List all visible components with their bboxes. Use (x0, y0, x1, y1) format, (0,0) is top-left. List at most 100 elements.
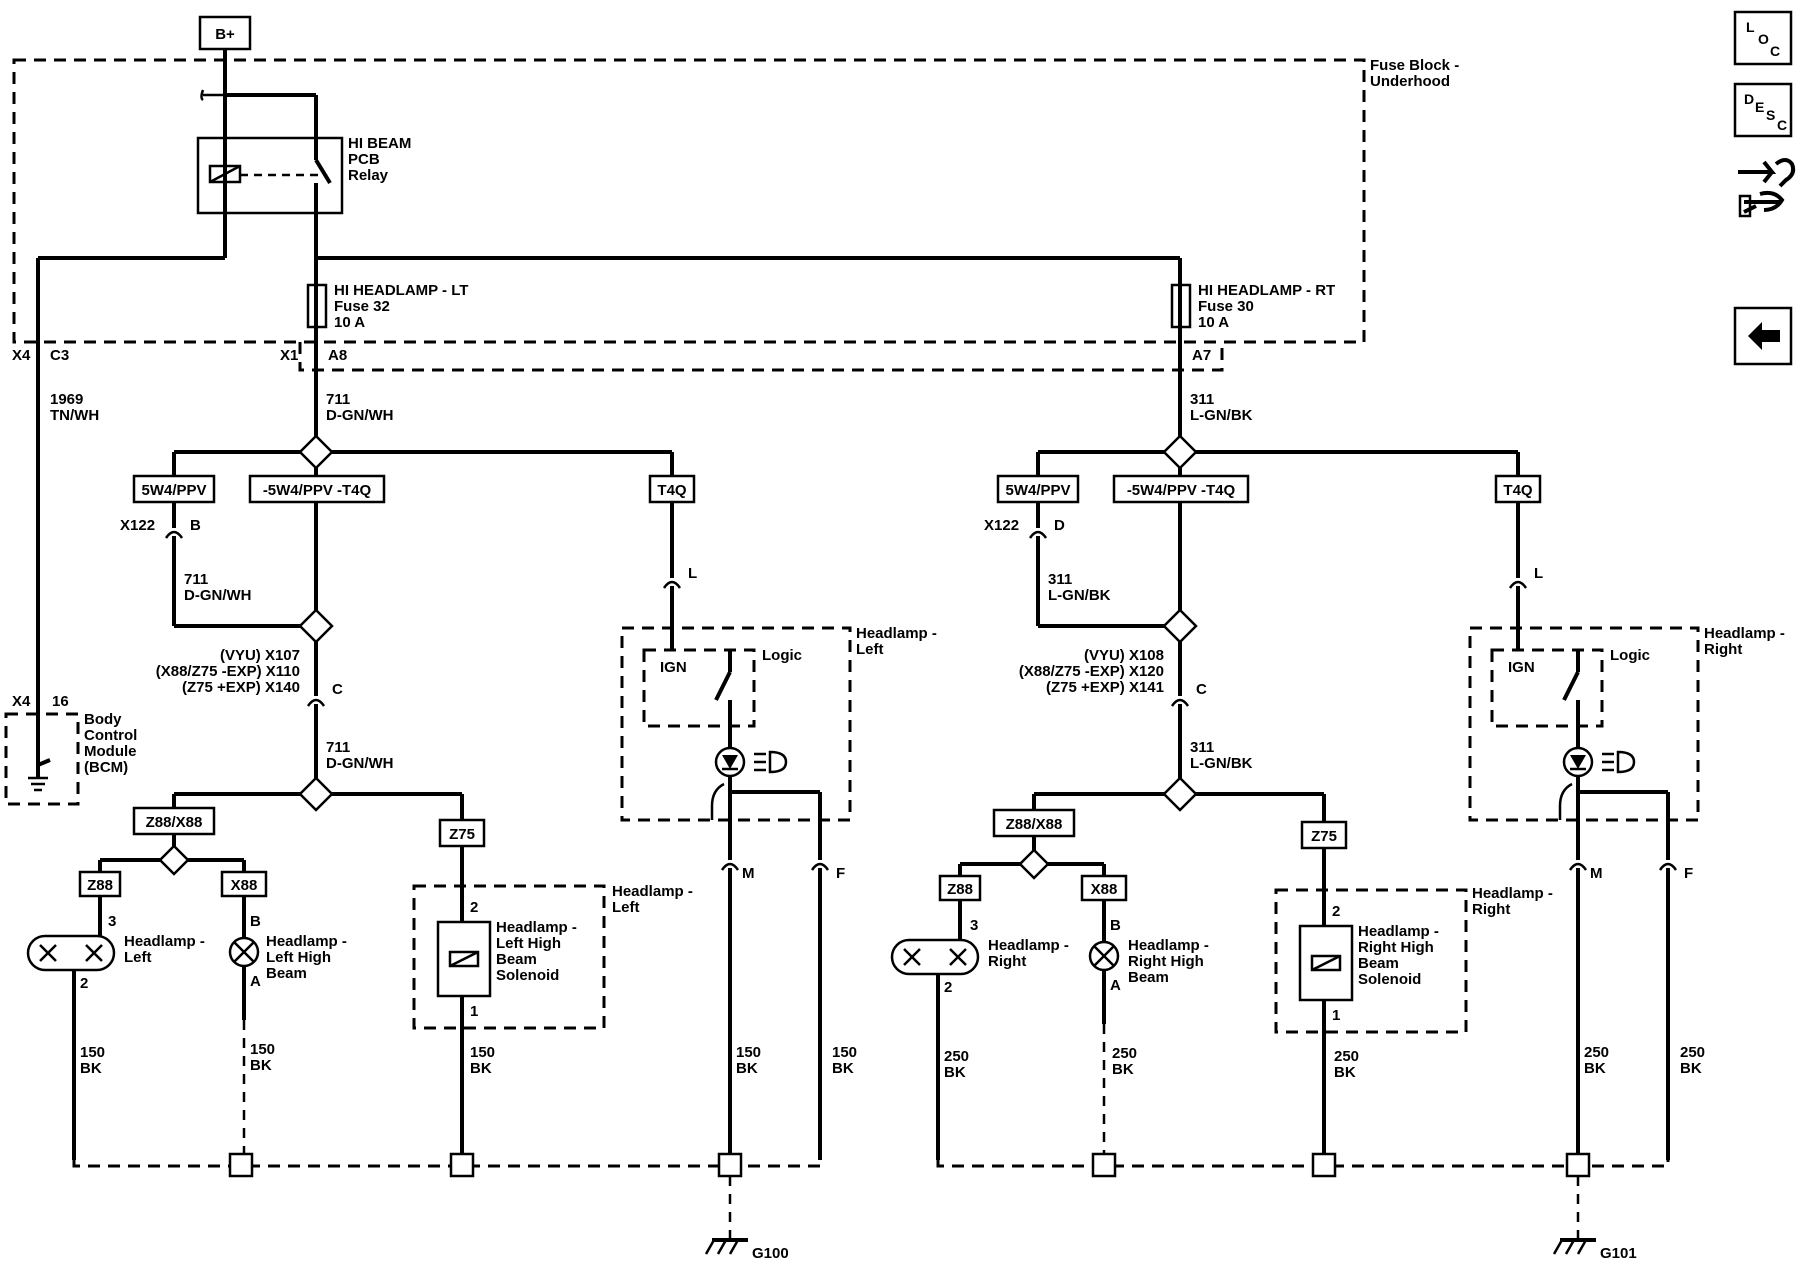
wire-150-1-num: 150 (80, 1044, 105, 1061)
desc-d: D (1744, 91, 1754, 107)
connector-tools-icon[interactable] (1738, 158, 1796, 218)
wire-711b-color: D-GN/WH (184, 587, 252, 604)
conn-c3: C3 (50, 347, 69, 364)
bcm-label-3: Module (84, 743, 137, 760)
solenoid-left-label-3: Beam (496, 951, 537, 968)
module-right-label-2: Right (1704, 641, 1742, 658)
fuse-block-label-1: Fuse Block - (1370, 57, 1459, 74)
splice-left-low (298, 776, 334, 812)
wire-311b-color: L-GN/BK (1048, 587, 1111, 604)
wire-711-color: D-GN/WH (326, 407, 394, 424)
module-left-label-2: Left (856, 641, 884, 658)
fuse-right-label-3: 10 A (1198, 314, 1229, 331)
option-z88x88-left-label: Z88/X88 (146, 814, 203, 831)
loc-c: C (1770, 43, 1780, 59)
wire-250-1-color: BK (944, 1064, 966, 1081)
pin-f-right: F (1684, 865, 1693, 882)
option-x88-right-label: X88 (1091, 881, 1118, 898)
desc-button[interactable]: D E S C (1733, 82, 1793, 138)
high-beam-left-label-3: Beam (266, 965, 307, 982)
option-z88-left-label: Z88 (87, 877, 113, 894)
option-z88-right-label: Z88 (947, 881, 973, 898)
pin-1-sol-left: 1 (470, 1003, 478, 1020)
wire-311-num: 311 (1190, 391, 1214, 408)
splice-right-low (1162, 776, 1198, 812)
module-right-label-1: Headlamp - (1704, 625, 1785, 642)
desc-s: S (1766, 107, 1775, 123)
x122-left-label: X122 (120, 517, 155, 534)
option-5w4-right-label: 5W4/PPV (1005, 482, 1070, 499)
right-splice-pin: C (1196, 681, 1207, 698)
option-5w4-right (996, 474, 1080, 504)
left-splice-1: (VYU) X107 (220, 647, 300, 664)
conn-x1: X1 (280, 347, 298, 364)
wire-711b-num: 711 (184, 571, 208, 588)
pin-2-right: 2 (944, 979, 952, 996)
fuse-left-label-2: Fuse 32 (334, 298, 390, 315)
high-beam-right-label-3: Beam (1128, 969, 1169, 986)
relay-label-1: HI BEAM (348, 135, 411, 152)
solenoid-right-label-2: Right High (1358, 939, 1434, 956)
option-z75-left-label: Z75 (449, 826, 475, 843)
wire-150-5-num: 150 (832, 1044, 857, 1061)
solenoid-right-label-4: Solenoid (1358, 971, 1421, 988)
wire-250-3-num: 250 (1334, 1048, 1359, 1065)
option-5w4-left (132, 474, 216, 504)
option-t4q-left-label: T4Q (657, 482, 687, 499)
right-splice-3: (Z75 +EXP) X141 (1046, 679, 1164, 696)
wire-150-3-num: 150 (470, 1044, 495, 1061)
wire-250-5-num: 250 (1680, 1044, 1705, 1061)
right-splice-2: (X88/Z75 -EXP) X120 (1019, 663, 1164, 680)
loc-o: O (1758, 31, 1769, 47)
bcm-label-2: Control (84, 727, 137, 744)
ign-right: IGN (1508, 659, 1535, 676)
splice-right-mid (1162, 608, 1198, 644)
loc-button[interactable]: L O C (1733, 10, 1793, 66)
fuse-right-label-1: HI HEADLAMP - RT (1198, 282, 1335, 299)
headlamp-left-label-2: Left (124, 949, 152, 966)
wire-250-5-color: BK (1680, 1060, 1702, 1077)
solenoid-left-label-4: Solenoid (496, 967, 559, 984)
high-beam-left-label-2: Left High (266, 949, 331, 966)
relay-label-3: Relay (348, 167, 389, 184)
wire-250-1-num: 250 (944, 1048, 969, 1065)
option-z75-right (1300, 820, 1348, 850)
wire-250-2-color: BK (1112, 1061, 1134, 1078)
conn-a7: A7 (1192, 347, 1211, 364)
headlamp-module-left (620, 626, 852, 822)
solenoid-box-right-1: Headlamp - (1472, 885, 1553, 902)
wire-250-2-num: 250 (1112, 1045, 1137, 1062)
splice-right-top (1162, 434, 1198, 470)
solenoid-left-label-1: Headlamp - (496, 919, 577, 936)
bcm-conn-x4: X4 (12, 693, 31, 710)
wire-711c-color: D-GN/WH (326, 755, 394, 772)
ground-g100: G100 (752, 1245, 789, 1262)
solenoid-box-left-1: Headlamp - (612, 883, 693, 900)
option-5w4t4q-right (1112, 474, 1250, 504)
fuse-block-label-2: Underhood (1370, 73, 1450, 90)
headlamp-module-right (1468, 626, 1700, 822)
wire-311-color: L-GN/BK (1190, 407, 1253, 424)
logic-right: Logic (1610, 647, 1650, 664)
back-arrow-button[interactable] (1733, 306, 1793, 366)
wire-150-4-color: BK (736, 1060, 758, 1077)
bcm-conn-16: 16 (52, 693, 69, 710)
x122-right-pin: D (1054, 517, 1065, 534)
fuse-block-outline (12, 58, 1366, 344)
option-5w4t4q-right-label: -5W4/PPV -T4Q (1127, 482, 1236, 499)
solenoid-right-label-1: Headlamp - (1358, 923, 1439, 940)
logic-left: Logic (762, 647, 802, 664)
pin-m-left: M (742, 865, 755, 882)
conn-x4: X4 (12, 347, 31, 364)
wire-250-4-num: 250 (1584, 1044, 1609, 1061)
high-beam-left-label-1: Headlamp - (266, 933, 347, 950)
option-5w4-left-label: 5W4/PPV (141, 482, 206, 499)
module-left-label-1: Headlamp - (856, 625, 937, 642)
loc-l: L (1746, 19, 1755, 35)
wire-1969-color: TN/WH (50, 407, 99, 424)
option-5w4t4q-left-label: -5W4/PPV -T4Q (263, 482, 372, 499)
wire-311c-color: L-GN/BK (1190, 755, 1253, 772)
arrow-left-icon (1748, 322, 1780, 350)
wire-311c-num: 311 (1190, 739, 1214, 756)
option-z75-right-label: Z75 (1311, 828, 1337, 845)
